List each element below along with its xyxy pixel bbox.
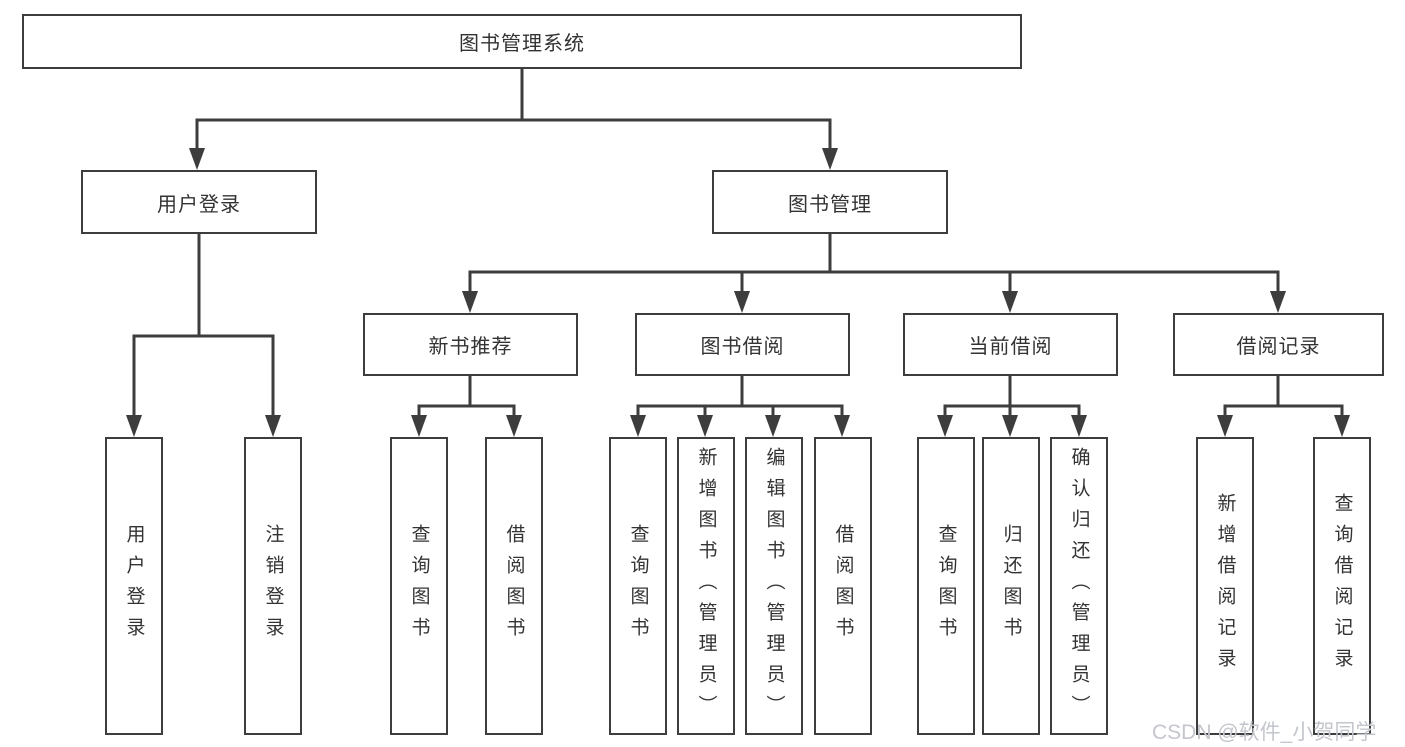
- connector-book-mgmt-children: [462, 234, 1286, 313]
- leaf-borrow-book-under-recommend: 借阅图书: [485, 437, 543, 735]
- leaf-query-book-under-current: 查询图书: [917, 437, 975, 735]
- node-book-management: 图书管理: [712, 170, 948, 234]
- node-label: 当前借阅: [968, 336, 1053, 358]
- node-label: 归还图书: [1000, 524, 1022, 648]
- node-label: 用户登录: [157, 193, 241, 216]
- node-book-borrow: 图书借阅: [635, 313, 850, 376]
- node-label: 图书管理系统: [459, 33, 585, 55]
- leaf-logout: 注销登录: [244, 437, 302, 735]
- node-label: 查询图书: [408, 524, 430, 648]
- connector-new-book-rec-children: [411, 376, 522, 437]
- leaf-add-book-admin: 新增图书（管理员）: [677, 437, 735, 735]
- node-new-book-recommend: 新书推荐: [363, 313, 578, 376]
- leaf-user-login: 用户登录: [105, 437, 163, 735]
- leaf-add-borrow-record: 新增借阅记录: [1196, 437, 1254, 735]
- node-label: 新增图书（管理员）: [695, 446, 717, 726]
- connector-user-login-children: [126, 234, 281, 437]
- node-label: 查询图书: [935, 524, 957, 648]
- node-current-borrow: 当前借阅: [903, 313, 1118, 376]
- node-label: 注销登录: [262, 524, 284, 648]
- connector-borrow-record-children: [1217, 376, 1350, 437]
- node-label: 图书管理: [788, 193, 872, 216]
- connector-root-to-level2: [189, 69, 838, 170]
- node-root-system: 图书管理系统: [22, 14, 1022, 69]
- leaf-borrow-book-under-borrow: 借阅图书: [814, 437, 872, 735]
- node-label: 编辑图书（管理员）: [763, 446, 785, 726]
- node-label: 借阅图书: [832, 524, 854, 648]
- leaf-confirm-return-admin: 确认归还（管理员）: [1050, 437, 1108, 735]
- node-borrow-record: 借阅记录: [1173, 313, 1384, 376]
- node-label: 借阅图书: [503, 524, 525, 648]
- node-label: 新增借阅记录: [1214, 493, 1236, 679]
- leaf-edit-book-admin: 编辑图书（管理员）: [745, 437, 803, 735]
- leaf-return-book: 归还图书: [982, 437, 1040, 735]
- node-label: 新书推荐: [428, 336, 513, 358]
- csdn-watermark: CSDN @软件_小贺同学: [1152, 721, 1377, 744]
- leaf-query-book-under-recommend: 查询图书: [390, 437, 448, 735]
- node-label: 查询图书: [627, 524, 649, 648]
- node-user-login: 用户登录: [81, 170, 317, 234]
- node-label: 用户登录: [123, 524, 145, 648]
- connector-book-borrow-children: [630, 376, 850, 437]
- node-label: 查询借阅记录: [1331, 493, 1353, 679]
- node-label: 确认归还（管理员）: [1068, 446, 1090, 726]
- leaf-query-borrow-record: 查询借阅记录: [1313, 437, 1371, 735]
- node-label: 图书借阅: [700, 336, 785, 358]
- connector-current-borrow-children: [937, 376, 1087, 437]
- leaf-query-book-under-borrow: 查询图书: [609, 437, 667, 735]
- node-label: 借阅记录: [1236, 336, 1321, 358]
